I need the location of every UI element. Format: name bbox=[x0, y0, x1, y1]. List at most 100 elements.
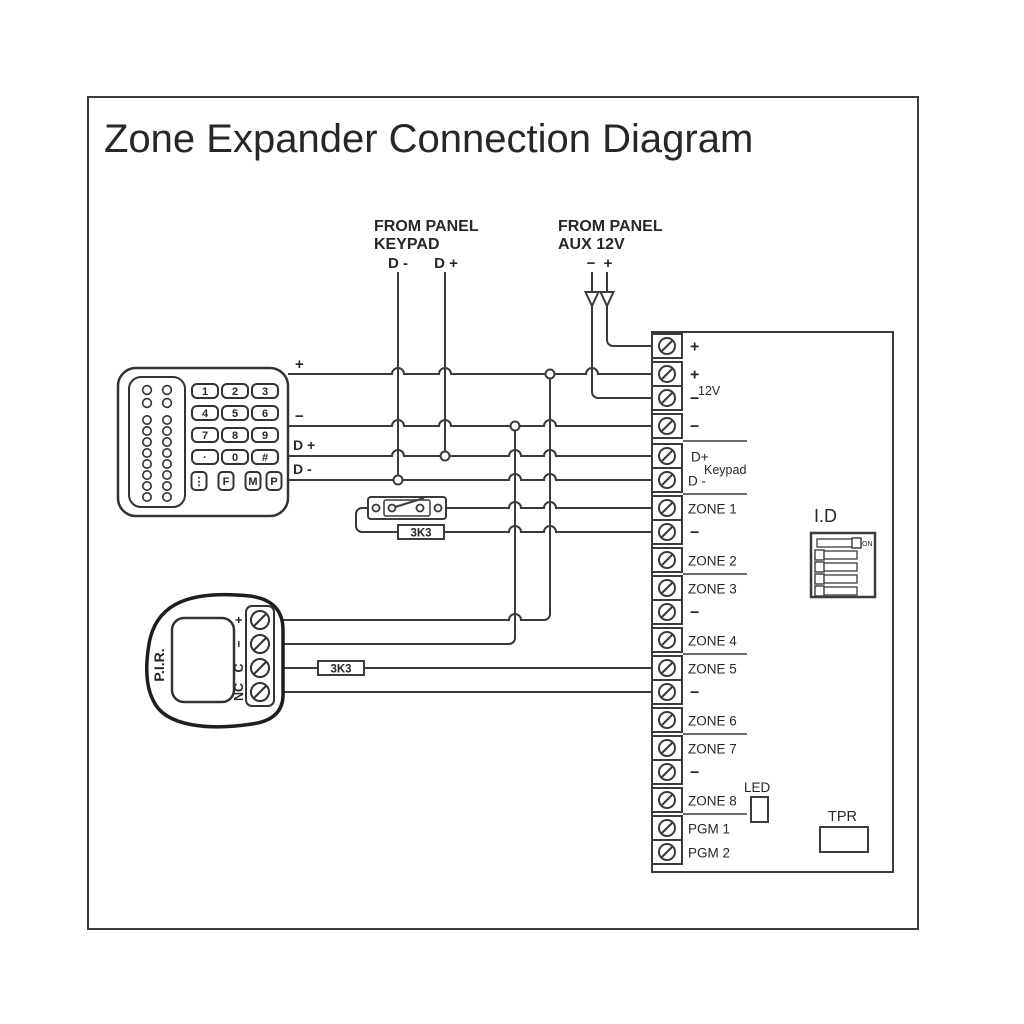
tpr-label: TPR bbox=[828, 809, 857, 825]
bus-label-d-plus: D + bbox=[293, 437, 315, 453]
keypad-button[interactable] bbox=[221, 383, 249, 399]
dip-switch-slider[interactable] bbox=[814, 549, 825, 561]
keypad-button-label: 8 bbox=[232, 430, 238, 442]
keypad-button-label: 9 bbox=[262, 430, 268, 442]
wire-zone1 bbox=[446, 501, 652, 509]
keypad-button[interactable] bbox=[221, 405, 249, 421]
terminal-label: ZONE 7 bbox=[688, 742, 737, 757]
keypad-function-button[interactable] bbox=[217, 471, 235, 491]
terminal-screw-slash-icon bbox=[660, 633, 674, 647]
terminal-screw-slash-icon bbox=[660, 391, 674, 405]
keypad-button[interactable] bbox=[221, 449, 249, 465]
dip-switch-slider[interactable] bbox=[814, 561, 825, 573]
diagram-title: Zone Expander Connection Diagram bbox=[104, 117, 753, 161]
switch-blade bbox=[391, 497, 425, 509]
board-outline bbox=[651, 331, 894, 873]
from-panel-aux-line1: FROM PANEL bbox=[558, 218, 663, 235]
panel-d-plus-label: D + bbox=[434, 255, 458, 272]
keypad-function-button[interactable] bbox=[244, 471, 262, 491]
terminal-screw-slash-icon bbox=[660, 473, 674, 487]
keypad-function-button[interactable] bbox=[190, 471, 208, 491]
keypad-function-button[interactable] bbox=[265, 471, 283, 491]
switch-terminal bbox=[415, 503, 425, 513]
keypad-button-label: 6 bbox=[262, 408, 268, 420]
arrow-down-icon bbox=[598, 291, 616, 309]
led-indicator: LED bbox=[744, 780, 771, 823]
terminal-screw-slash-icon bbox=[660, 821, 674, 835]
terminal-label: + bbox=[690, 367, 699, 384]
wire-pir-minus bbox=[274, 426, 516, 645]
aux-minus-label: − bbox=[587, 255, 596, 272]
panel-d-minus-label: D - bbox=[388, 255, 408, 272]
keypad-button[interactable] bbox=[251, 449, 279, 465]
wire-aux-plus bbox=[606, 272, 652, 347]
terminal-label: − bbox=[690, 765, 699, 782]
keypad-button[interactable] bbox=[191, 383, 219, 399]
terminal-screw-slash-icon bbox=[660, 713, 674, 727]
keypad-button[interactable] bbox=[191, 449, 219, 465]
keypad-led-matrix bbox=[141, 384, 173, 502]
terminal-label: ZONE 5 bbox=[688, 662, 737, 677]
terminal-screw-slash-icon bbox=[660, 741, 674, 755]
keypad-button[interactable] bbox=[191, 405, 219, 421]
keypad-function-button-label: P bbox=[270, 476, 277, 488]
terminal-group-separators bbox=[683, 440, 747, 815]
terminal-label: D+ bbox=[691, 450, 709, 465]
from-panel-keypad-line1: FROM PANEL bbox=[374, 218, 479, 235]
board-12v-label: 12V bbox=[698, 384, 721, 398]
dip-switch-slider[interactable] bbox=[814, 585, 825, 597]
keypad-button[interactable] bbox=[221, 427, 249, 443]
keypad-led-icon bbox=[162, 491, 173, 502]
keypad-led-panel bbox=[128, 376, 186, 508]
board-keypad-label: Keypad bbox=[704, 463, 746, 477]
pir-terminal-label: C bbox=[232, 663, 246, 672]
resistor-3k3-pir: 3K3 bbox=[317, 660, 365, 676]
terminal-label: − bbox=[690, 419, 699, 436]
keypad-button[interactable] bbox=[251, 405, 279, 421]
switch-terminal bbox=[387, 503, 397, 513]
keypad-led-icon bbox=[142, 469, 153, 480]
tpr-connector: TPR bbox=[819, 809, 869, 853]
terminal-label: − bbox=[690, 525, 699, 542]
terminal-screw-slash-icon bbox=[660, 525, 674, 539]
terminal-label: PGM 2 bbox=[688, 846, 730, 861]
pir-screws: +−CNC bbox=[232, 610, 270, 702]
terminal-label: ZONE 1 bbox=[688, 502, 737, 517]
keypad-button-label: 1 bbox=[202, 386, 208, 398]
keypad-led-icon bbox=[161, 384, 173, 396]
wire-zone1-resistor bbox=[444, 525, 652, 533]
terminal-label: + bbox=[690, 339, 699, 356]
wire-junctions bbox=[392, 368, 556, 486]
keypad-button[interactable] bbox=[251, 383, 279, 399]
terminal-screw-slash-icon bbox=[660, 581, 674, 595]
junction-d-minus bbox=[392, 474, 404, 486]
terminal-label: ZONE 3 bbox=[688, 582, 737, 597]
junction-minus-bus bbox=[509, 420, 521, 432]
keypad-function-button-label: ⋮ bbox=[194, 476, 205, 488]
keypad-button-label: 4 bbox=[202, 408, 209, 420]
dip-switch-slider[interactable] bbox=[814, 573, 825, 585]
keypad-led-icon bbox=[142, 458, 153, 469]
keypad-led-icon bbox=[162, 480, 173, 491]
keypad-led-icon bbox=[142, 414, 153, 425]
resistor-body bbox=[317, 660, 365, 676]
led-body bbox=[750, 796, 769, 823]
keypad-button[interactable] bbox=[251, 427, 279, 443]
keypad-button[interactable] bbox=[191, 427, 219, 443]
wire-plus-bus bbox=[288, 367, 652, 375]
terminal-screw-slash-icon bbox=[660, 765, 674, 779]
pir-terminal-block bbox=[245, 605, 275, 707]
terminal-label: − bbox=[690, 391, 699, 408]
bus-label-d-minus: D - bbox=[293, 461, 312, 477]
keypad-button-label: 0 bbox=[232, 452, 238, 464]
keypad-led-icon bbox=[162, 414, 173, 425]
wire-pir-plus bbox=[274, 374, 551, 621]
dip-switch-slider[interactable] bbox=[851, 537, 862, 549]
terminal-label: D - bbox=[688, 474, 706, 489]
terminal-label: − bbox=[690, 605, 699, 622]
terminal-label: ZONE 4 bbox=[688, 634, 737, 649]
terminal-screw-slash-icon bbox=[660, 661, 674, 675]
